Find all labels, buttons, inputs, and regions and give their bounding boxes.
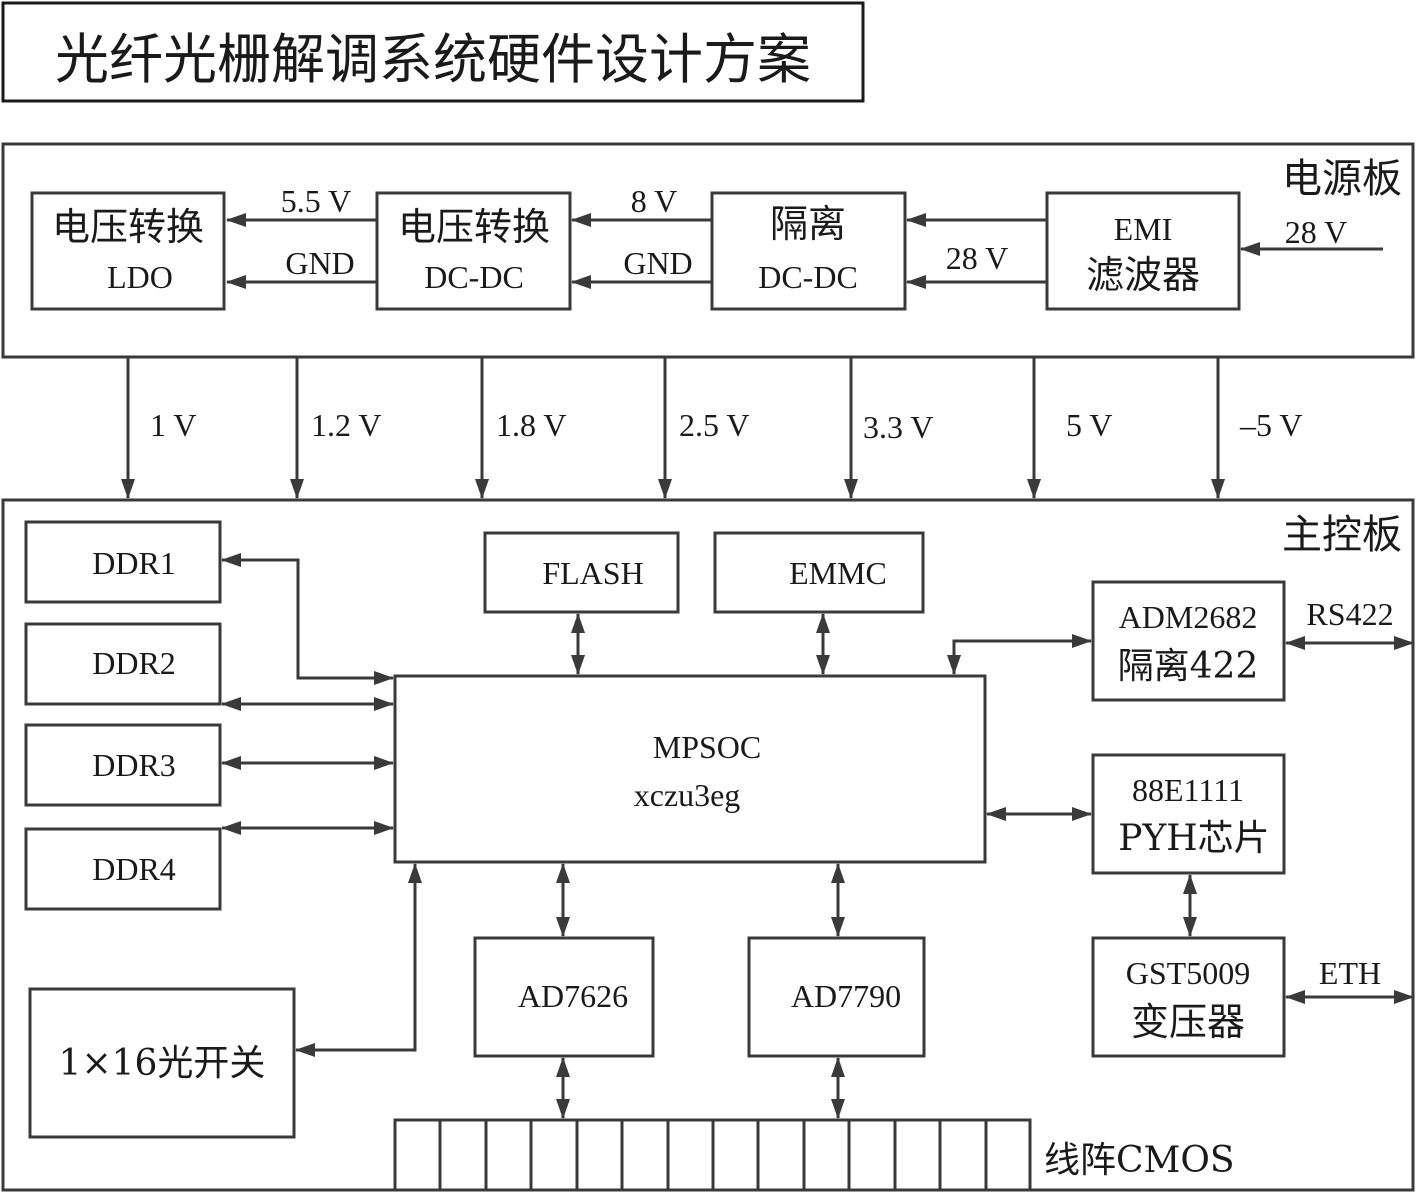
eth-label: ETH <box>1319 955 1381 991</box>
ad7626-block: AD7626 <box>473 936 655 1058</box>
emmc-block: EMMC <box>713 531 925 614</box>
flash-frame <box>483 531 680 614</box>
gst5009-line2: 变压器 <box>1131 1000 1245 1044</box>
page-title: 光纤光栅解调系统硬件设计方案 <box>55 28 811 91</box>
ddr-block: DDR1 <box>24 520 222 604</box>
adm2682-frame <box>1091 580 1286 702</box>
input-voltage-label: 28 V <box>1285 214 1348 250</box>
ddr-block: DDR2 <box>24 622 222 706</box>
mpsoc-line1: MPSOC <box>653 729 762 765</box>
main-board-label: 主控板 <box>1282 512 1402 558</box>
rail-label: 1 V <box>150 407 197 443</box>
phy-frame <box>1091 753 1286 875</box>
mpsoc-frame <box>393 674 987 864</box>
dcdc-to-ldo-top-label: 5.5 V <box>281 183 352 219</box>
optical-switch-block: 1×16光开关 <box>28 987 296 1139</box>
voltage-rails: 1 V 1.2 V 1.8 V 2.5 V 3.3 V 5 V –5 V <box>121 358 1303 499</box>
ad7790-label: AD7790 <box>791 978 901 1014</box>
rail-label: 2.5 V <box>679 407 750 443</box>
emi-filter-frame <box>1045 191 1241 311</box>
ad7626-frame <box>473 936 655 1058</box>
rail-label: –5 V <box>1239 407 1303 443</box>
rail-label: 5 V <box>1066 407 1113 443</box>
mpsoc-line2: xczu3eg <box>634 777 741 813</box>
emi-to-iso-label: 28 V <box>946 240 1009 276</box>
gst5009-frame <box>1091 936 1286 1058</box>
rail-label: 1.8 V <box>496 407 567 443</box>
gst5009-line1: GST5009 <box>1126 955 1250 991</box>
ldo-line1: 电压转换 <box>52 205 204 249</box>
ldo-frame <box>30 191 226 311</box>
ddr-frame <box>24 723 222 807</box>
iso-to-dcdc-top-label: 8 V <box>631 183 678 219</box>
adm2682-line2: 隔离422 <box>1118 646 1259 687</box>
ddr1-link <box>221 553 394 685</box>
isolated-dcdc-line2: DC-DC <box>758 259 858 295</box>
ddr-label: DDR3 <box>92 747 176 783</box>
rs422-label: RS422 <box>1306 596 1393 632</box>
flash-block: FLASH <box>483 531 680 614</box>
ddr-label: DDR2 <box>92 645 176 681</box>
ddr-frame <box>24 520 222 604</box>
emmc-frame <box>713 531 925 614</box>
phy-line2: PYH芯片 <box>1118 818 1269 859</box>
ldo-line2: LDO <box>107 259 173 295</box>
power-board: 电源板 EMI 滤波器 隔离 DC-DC 电压转换 DC-DC 电压转换 LDO… <box>1 142 1415 359</box>
emi-filter-block: EMI 滤波器 <box>1045 191 1241 311</box>
dcdc-block: 电压转换 DC-DC <box>375 191 572 311</box>
adm2682-block: ADM2682 隔离422 <box>1091 580 1286 702</box>
ddr-frame <box>24 622 222 706</box>
ad7626-label: AD7626 <box>518 978 628 1014</box>
ddr-block: DDR4 <box>24 827 222 911</box>
power-board-label: 电源板 <box>1282 156 1402 202</box>
gst5009-block: GST5009 变压器 <box>1091 936 1286 1058</box>
ddr-label: DDR4 <box>92 851 176 887</box>
optical-switch-label: 1×16光开关 <box>59 1043 266 1084</box>
rail-label: 3.3 V <box>863 409 934 445</box>
adm2682-link <box>947 634 1092 675</box>
ad7790-block: AD7790 <box>747 936 926 1058</box>
phy-line1: 88E1111 <box>1132 772 1244 808</box>
dcdc-frame <box>375 191 572 311</box>
title-block: 光纤光栅解调系统硬件设计方案 <box>1 1 865 103</box>
ddr-frame <box>24 827 222 911</box>
dcdc-line2: DC-DC <box>424 259 524 295</box>
cmos-array: 线阵CMOS <box>393 1118 1235 1192</box>
isolated-dcdc-line1: 隔离 <box>770 202 846 246</box>
mpsoc-block: MPSOC xczu3eg <box>393 674 987 864</box>
flash-label: FLASH <box>542 555 643 591</box>
optical-switch-link <box>295 863 422 1057</box>
phy-block: 88E1111 PYH芯片 <box>1091 753 1286 875</box>
isolated-dcdc-block: 隔离 DC-DC <box>710 191 907 311</box>
ddr-block: DDR3 <box>24 723 222 807</box>
title-frame <box>1 1 865 103</box>
ddr-label: DDR1 <box>92 545 176 581</box>
isolated-dcdc-frame <box>710 191 907 311</box>
ldo-block: 电压转换 LDO <box>30 191 226 311</box>
cmos-label: 线阵CMOS <box>1044 1140 1235 1181</box>
emi-filter-line2: 滤波器 <box>1086 253 1200 297</box>
adm2682-line1: ADM2682 <box>1119 599 1258 635</box>
iso-to-dcdc-bottom-label: GND <box>623 245 692 281</box>
rail-label: 1.2 V <box>311 407 382 443</box>
emi-filter-line1: EMI <box>1114 211 1173 247</box>
dcdc-to-ldo-bottom-label: GND <box>285 245 354 281</box>
ad7790-frame <box>747 936 926 1058</box>
emmc-label: EMMC <box>789 555 887 591</box>
dcdc-line1: 电压转换 <box>398 205 550 249</box>
main-board: 主控板 DDR1 DDR2 DDR3 DDR4 FLASH EMMC <box>1 498 1415 1192</box>
optical-switch-frame <box>28 987 296 1139</box>
